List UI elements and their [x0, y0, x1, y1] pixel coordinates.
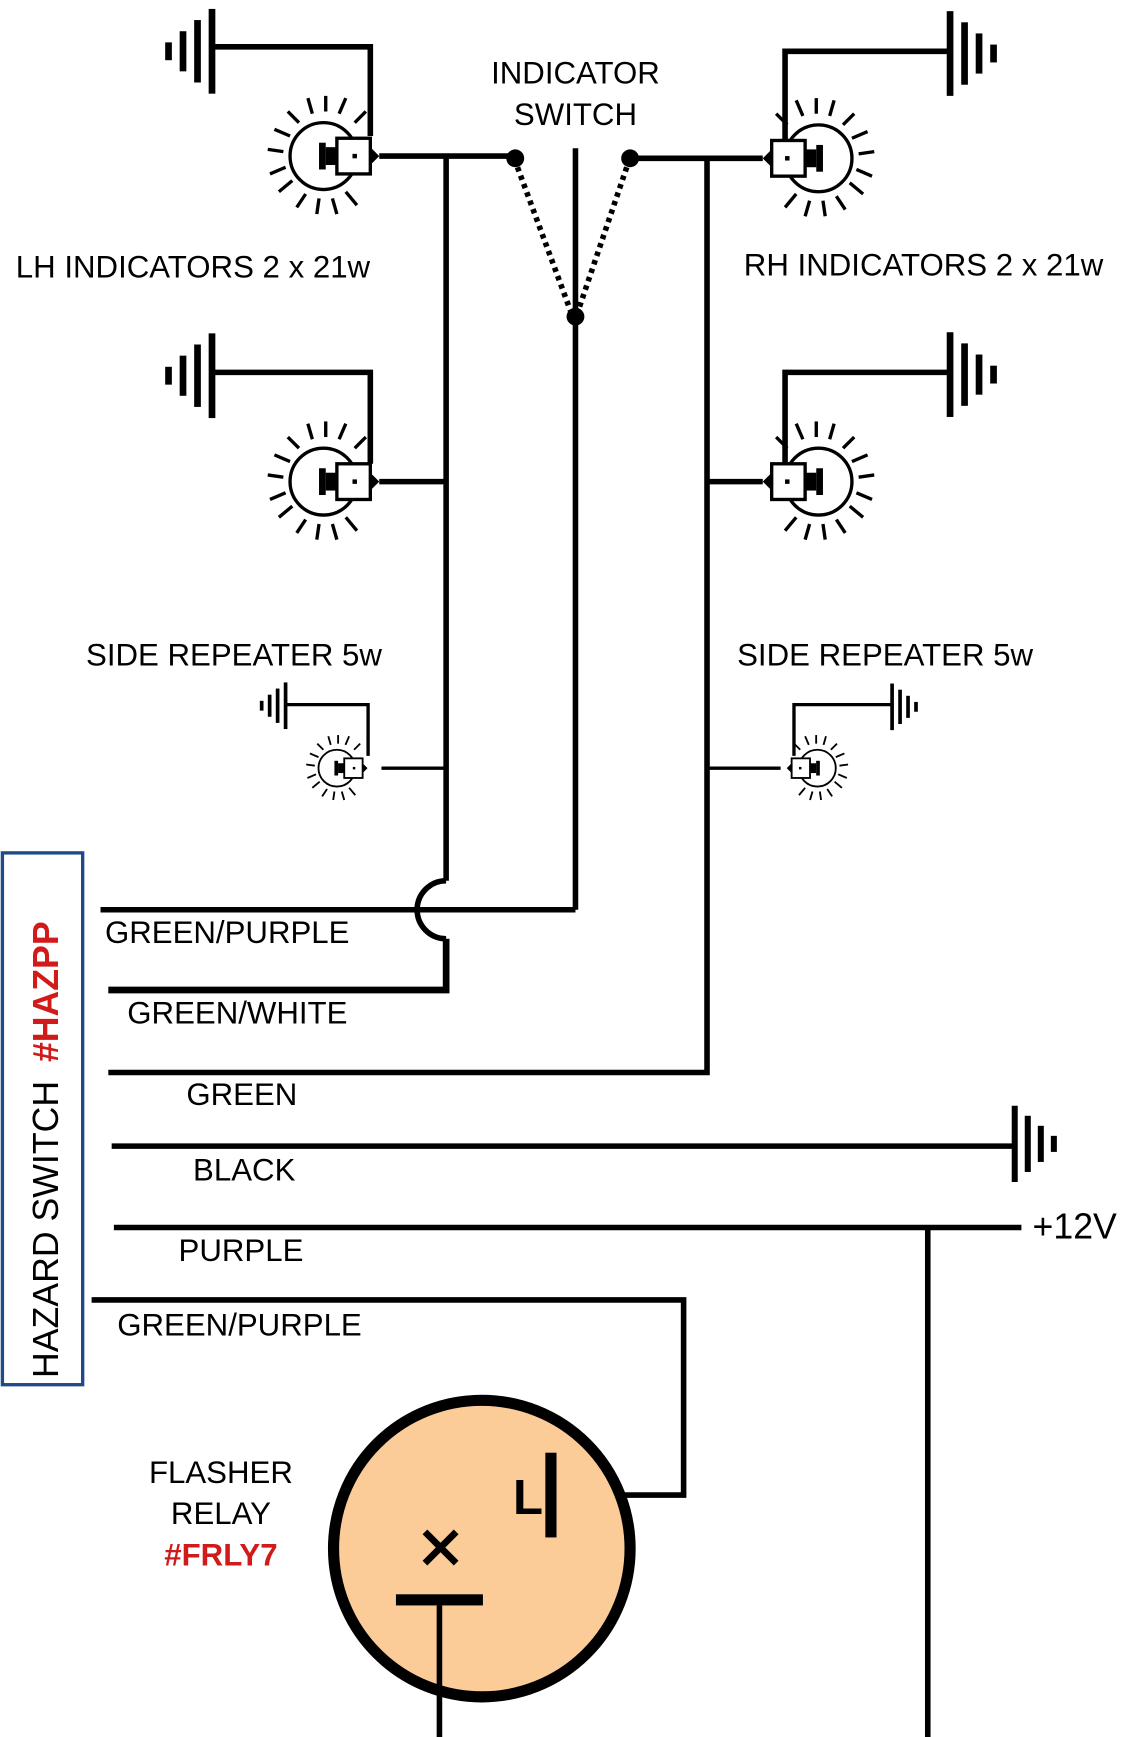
rh-indicators-label: RH INDICATORS 2 x 21w [744, 247, 1104, 282]
relay-body [327, 1394, 636, 1703]
wire-label: BLACK [193, 1153, 296, 1188]
lh-front-indicator-lamp [165, 8, 516, 216]
hazard-switch-label: HAZARD SWITCH [26, 1081, 66, 1378]
flasher-relay-label-2: RELAY [171, 1496, 271, 1531]
green-wire [108, 158, 710, 1076]
rh-rear-indicator-lamp [707, 332, 997, 542]
flasher-relay: L [327, 1394, 636, 1737]
rh-side-repeater-lamp [707, 683, 918, 801]
lh-indicators-label: LH INDICATORS 2 x 21w [16, 250, 371, 285]
wire-label: GREEN [186, 1077, 297, 1112]
lh-side-repeater-lamp [259, 682, 447, 801]
wire-label: PURPLE [179, 1233, 304, 1268]
supply-label: +12V [1033, 1207, 1117, 1247]
bulb-icon [761, 419, 876, 542]
ground-icon [946, 332, 997, 417]
wire-label: GREEN/PURPLE [105, 915, 349, 950]
ground-icon [165, 8, 216, 94]
indicator-switch-label-2: SWITCH [514, 97, 637, 132]
relay-terminal-l: L [513, 1471, 543, 1525]
bulb-icon [266, 419, 381, 542]
rh-front-indicator-lamp [630, 11, 997, 218]
bulb-icon [761, 96, 876, 218]
indicator-switch-label-1: INDICATOR [491, 56, 660, 91]
ground-icon [1011, 1105, 1057, 1183]
lh-rear-indicator-lamp [165, 333, 447, 542]
bulb-icon [305, 734, 369, 801]
bulb-icon [785, 734, 849, 801]
ground-icon [946, 11, 997, 96]
bulb-icon [266, 94, 381, 216]
lh-side-repeater-label: SIDE REPEATER 5w [86, 638, 382, 673]
ground-icon [259, 682, 288, 730]
ground-icon [890, 683, 918, 731]
hazard-switch-code: #HAZPP [26, 921, 66, 1062]
relay-x-to-supply-wire [436, 1605, 443, 1737]
ground-icon [165, 333, 216, 419]
flasher-relay-label-1: FLASHER [149, 1455, 293, 1490]
svg-text:HAZARD SWITCH #HAZPP: HAZARD SWITCH #HAZPP [26, 921, 66, 1378]
relay-terminal-x [422, 1529, 459, 1566]
wire-label: GREEN/PURPLE [117, 1308, 361, 1343]
hazard-switch[interactable]: HAZARD SWITCH #HAZPP [0, 851, 85, 1387]
wire-label: GREEN/WHITE [127, 995, 347, 1030]
indicator-switch[interactable] [506, 148, 640, 910]
flasher-relay-code: #FRLY7 [164, 1537, 277, 1572]
rh-side-repeater-label: SIDE REPEATER 5w [737, 638, 1033, 673]
green-white-wire [108, 938, 450, 994]
